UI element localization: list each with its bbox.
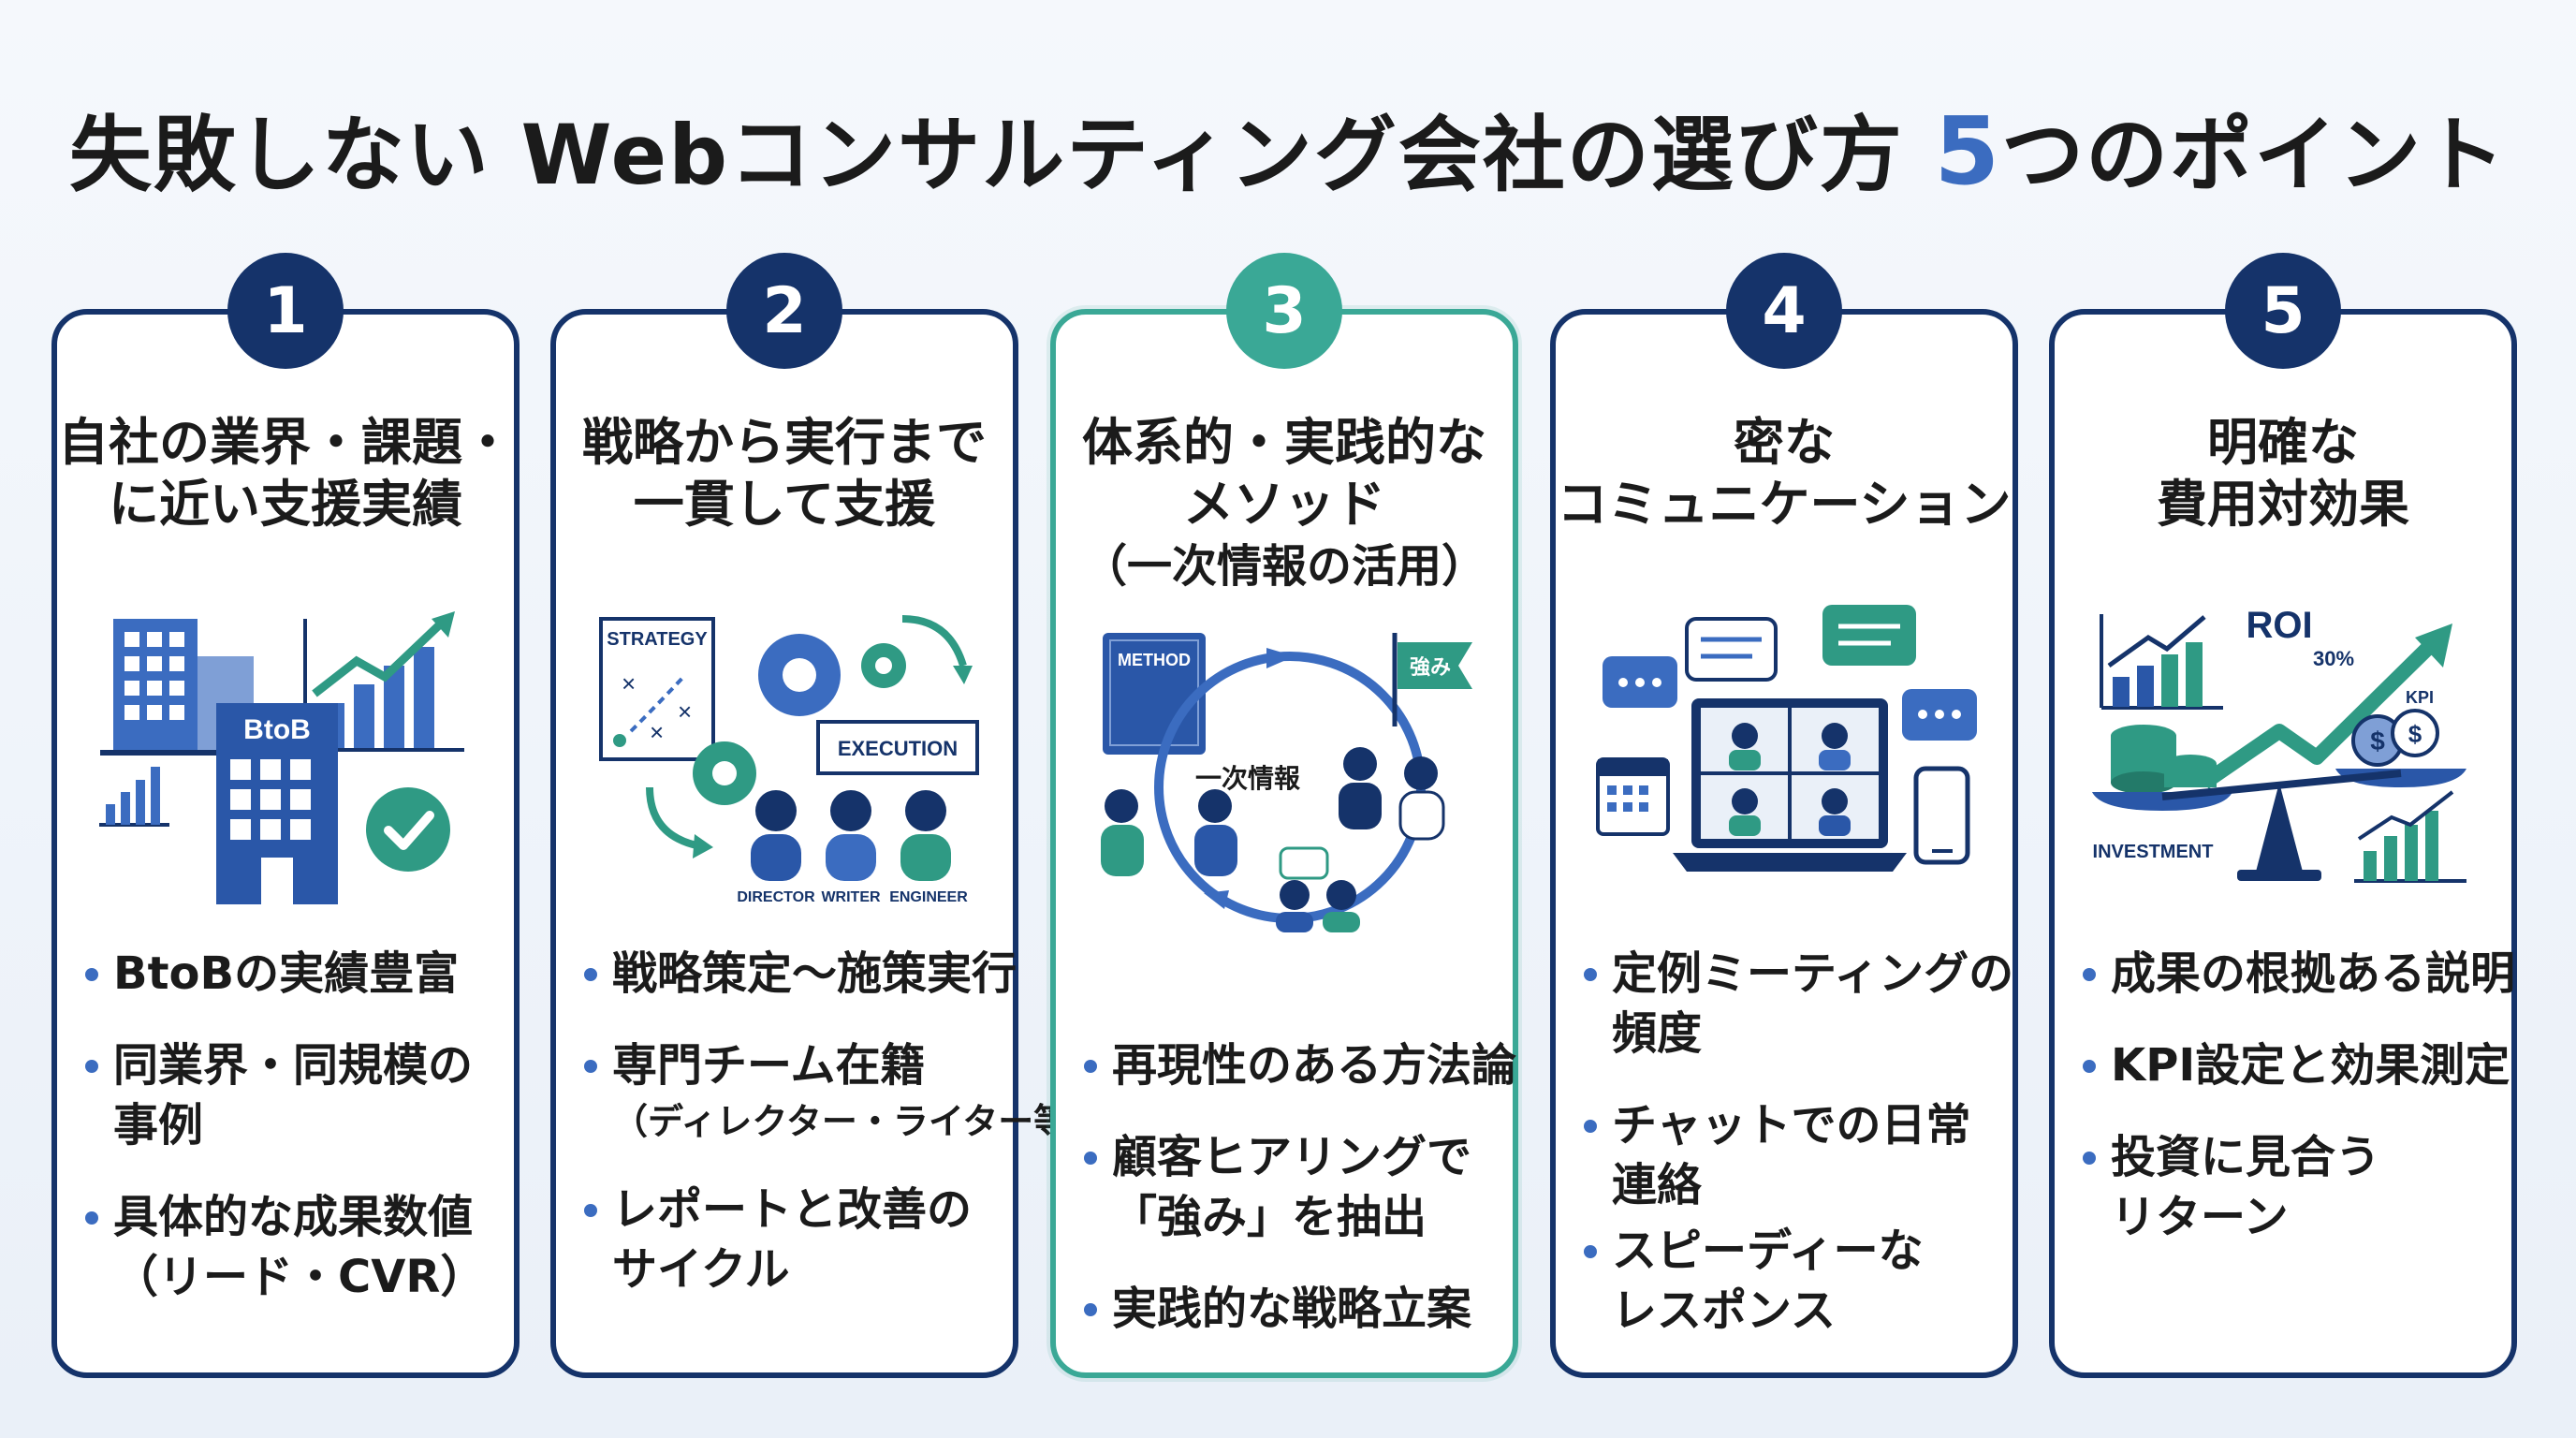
svg-text:METHOD: METHOD [1118, 651, 1191, 669]
point-card-5: 5 明確な 費用対効果 ROI 30% KPI $ [2049, 253, 2517, 1378]
svg-text:WRITER: WRITER [821, 889, 881, 905]
bullet-item: 投資に見合うリターン [2079, 1127, 2510, 1247]
title-tail: つのポイント [2001, 107, 2508, 203]
card-title-line: に近い支援実績 [109, 475, 462, 534]
title-main: 失敗しない Webコンサルティング会社の選び方 [68, 107, 1935, 203]
communication-illustration [1596, 605, 1977, 872]
balance-scale-icon [2092, 769, 2466, 881]
bullet-list: 成果の根拠ある説明 KPI設定と効果測定 投資に見合うリターン [2079, 944, 2515, 1279]
card-title-line: 明確な [2207, 413, 2359, 472]
number-badge: 2 [726, 253, 842, 369]
svg-text:30%: 30% [2313, 647, 2354, 670]
money-bag-icon: $ $ [2351, 709, 2439, 767]
svg-text:$: $ [2408, 720, 2422, 748]
check-circle-icon [366, 787, 450, 872]
bullet-list: 再現性のある方法論 顧客ヒアリングで「強み」を抽出 実践的な戦略立案 [1080, 1035, 1516, 1371]
chat-bubble-icon [1603, 605, 1977, 741]
card-title: 自社の業界・課題・ に近い支援実績 [57, 412, 514, 536]
bullet-item: 実践的な戦略立案 [1080, 1279, 1511, 1339]
bullet-item: 同業界・同規模の事例 [81, 1035, 512, 1155]
card-title-line: 一貫して支援 [633, 475, 936, 534]
card-title-line: コミュニケーション [1557, 475, 2012, 534]
svg-text:×: × [622, 669, 636, 697]
calendar-icon [1596, 757, 1670, 836]
roi-label: ROI [2246, 605, 2312, 646]
card-title: 体系的・実践的な メソッド （一次情報の活用） [1056, 412, 1513, 597]
strength-flag-icon: 強み [1392, 633, 1472, 726]
svg-text:EXECUTION: EXECUTION [838, 737, 958, 760]
bullet-list: 定例ミーティングの頻度 チャットでの日常連絡 スピーディーなレスポンス [1580, 944, 2013, 1372]
coin-stack-icon [2111, 725, 2217, 794]
bullet-item: 具体的な成果数値（リード・CVR） [81, 1187, 512, 1307]
bar-chart-icon [2354, 790, 2466, 883]
card-title-line: 戦略から実行まで [582, 413, 987, 472]
roi-illustration: ROI 30% KPI $ $ INVESTMENT [2092, 605, 2466, 883]
btob-label: BtoB [243, 714, 311, 745]
svg-text:$: $ [2370, 726, 2385, 756]
svg-text:強み: 強み [1410, 655, 1451, 680]
bullet-item: 定例ミーティングの頻度 [1580, 944, 2013, 1064]
card-title-line: 密な [1734, 413, 1835, 472]
laptop-video-call-icon [1673, 698, 1907, 872]
point-card-4: 4 密な コミュニケーション [1550, 253, 2018, 1378]
svg-text:KPI: KPI [2406, 688, 2434, 707]
bullet-item: 戦略策定〜施策実行 [580, 944, 1017, 1004]
method-cycle-illustration: METHOD 強み 一次情報 [1101, 633, 1472, 932]
bullet-item: 再現性のある方法論 [1080, 1035, 1516, 1095]
bullet-item: レポートと改善のサイクル [580, 1180, 1011, 1299]
card-title: 明確な 費用対効果 [2055, 412, 2511, 536]
bullet-list: BtoBの実績豊富 同業界・同規模の事例 具体的な成果数値（リード・CVR） [81, 944, 512, 1339]
strategy-board-icon: STRATEGY × × × [599, 617, 715, 761]
card-title-line: メソッド [1183, 475, 1385, 534]
card-title: 戦略から実行まで 一貫して支援 [556, 412, 1013, 536]
strategy-execution-illustration: STRATEGY × × × EXECUTION DIRECTOR [599, 615, 979, 905]
team-members-icon [751, 790, 951, 881]
execution-board-icon: EXECUTION [816, 720, 979, 775]
bullet-item: KPI設定と効果測定 [2079, 1035, 2510, 1095]
svg-text:STRATEGY: STRATEGY [607, 629, 708, 650]
point-card-1: 1 自社の業界・課題・ に近い支援実績 [51, 253, 520, 1378]
title-number: 5 [1934, 96, 2002, 206]
track-record-illustration: BtoB [99, 611, 464, 904]
bullet-item: 顧客ヒアリングで「強み」を抽出 [1080, 1127, 1511, 1247]
card-title-line: （一次情報の活用） [1081, 540, 1486, 593]
btob-building-icon: BtoB [216, 703, 338, 904]
number-badge: 4 [1726, 253, 1842, 369]
svg-text:一次情報: 一次情報 [1195, 763, 1301, 794]
card-title: 密な コミュニケーション [1556, 412, 2012, 536]
growth-chart-icon [2100, 614, 2223, 710]
point-card-2: 2 戦略から実行まで 一貫して支援 STRATEGY × × × EXECU [550, 253, 1105, 1378]
smartphone-icon [1913, 766, 1970, 865]
svg-text:×: × [650, 718, 664, 746]
people-interview-icon [1101, 747, 1445, 932]
gear-icon [693, 634, 906, 805]
svg-text:INVESTMENT: INVESTMENT [2093, 842, 2214, 862]
point-card-3: 3 体系的・実践的な メソッド （一次情報の活用） METHOD 強み 一次情報 [1050, 253, 1518, 1378]
svg-text:×: × [678, 697, 692, 726]
card-title-line: 自社の業界・課題・ [58, 413, 513, 472]
svg-text:ENGINEER: ENGINEER [889, 889, 968, 905]
card-title-line: 費用対効果 [2157, 475, 2409, 534]
bullet-item: BtoBの実績豊富 [81, 944, 512, 1004]
bar-chart-icon [99, 767, 169, 827]
number-badge: 1 [227, 253, 344, 369]
number-badge: 3 [1226, 253, 1342, 369]
card-title-line: 体系的・実践的な [1082, 413, 1486, 472]
bullet-item: 成果の根拠ある説明 [2079, 944, 2515, 1004]
number-badge: 5 [2225, 253, 2341, 369]
bullet-item: チャットでの日常連絡 [1580, 1095, 2011, 1215]
page-title: 失敗しない Webコンサルティング会社の選び方 5つのポイント [0, 89, 2576, 208]
bullet-item: 専門チーム在籍（ディレクター・ライター等） [580, 1035, 1105, 1148]
method-book-icon: METHOD [1103, 633, 1206, 755]
svg-text:DIRECTOR: DIRECTOR [737, 889, 815, 905]
bullet-list: 戦略策定〜施策実行 専門チーム在籍（ディレクター・ライター等） レポートと改善の… [580, 944, 1105, 1331]
bullet-item: スピーディーなレスポンス [1580, 1221, 2011, 1341]
